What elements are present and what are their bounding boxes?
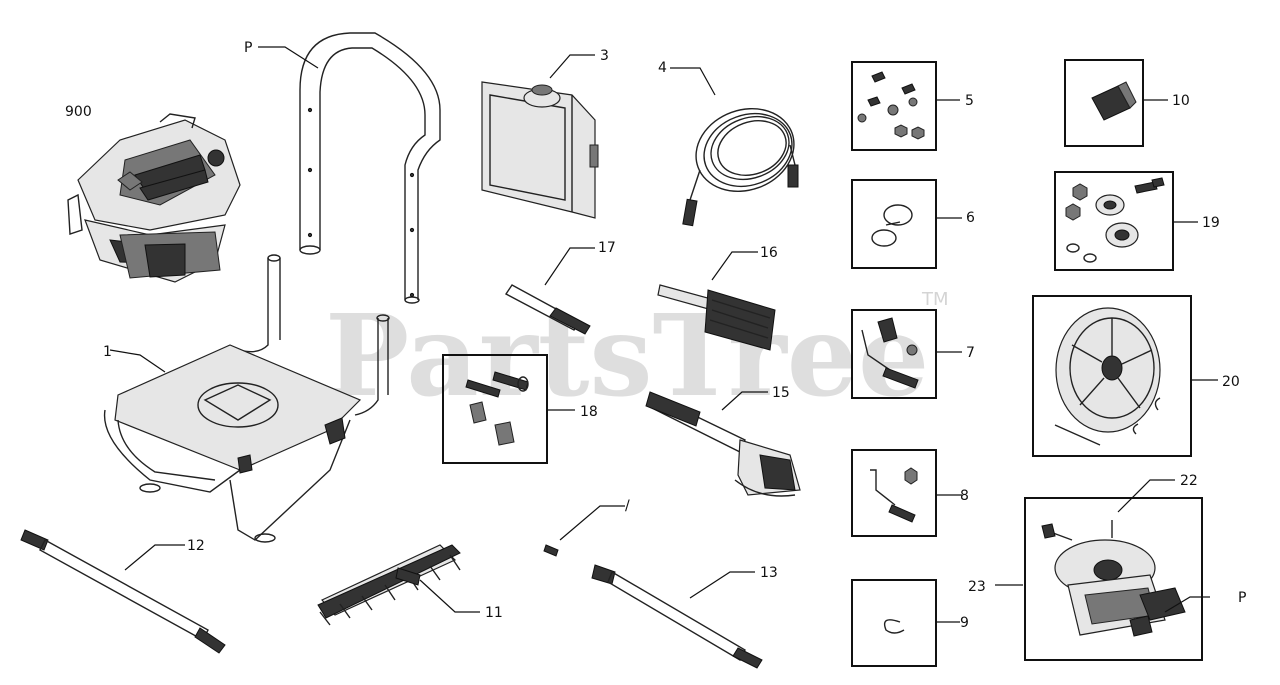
callout-6: 6 [966,210,975,226]
part-brush-16[interactable] [657,284,776,351]
part-fastener-8-icons [870,467,918,523]
callout-1: 1 [103,344,112,360]
callout-10: 10 [1172,93,1190,109]
watermark-text: PartsTree [325,291,929,422]
callout-5: 5 [965,93,974,109]
callout-nozzle-tip: / [625,498,630,514]
part-box-bearing-kit[interactable] [1054,171,1174,271]
part-box-hardware-5[interactable] [851,61,937,151]
callout-17: 17 [598,240,616,256]
part-box-pump[interactable] [1024,497,1203,661]
callout-15: 15 [772,385,790,401]
callout-19: 19 [1202,215,1220,231]
callout-18: 18 [580,404,598,420]
callout-9: 9 [960,615,969,631]
part-box-cap[interactable] [851,179,937,269]
part-hose[interactable] [682,95,806,227]
watermark-trademark: TM [921,289,949,310]
part-clip-icon [883,619,905,634]
part-engine[interactable] [67,113,241,283]
part-manual-kit[interactable] [481,81,599,219]
callout-12: 12 [187,538,205,554]
callout-11: 11 [485,605,503,621]
callout-900: 900 [65,104,92,120]
callout-3: 3 [600,48,609,64]
callout-8: 8 [960,488,969,504]
part-box-wheel[interactable] [1032,295,1192,457]
part-bearing-kit-icons [1065,177,1165,263]
part-lance[interactable] [20,529,226,654]
part-bolt-kit-icons [465,371,529,446]
part-quick-connect-icon [1091,81,1137,121]
callout-7: 7 [966,345,975,361]
callout-23: 23 [968,579,986,595]
callout-22: 22 [1180,473,1198,489]
callout-pump: P [1238,590,1246,606]
part-nozzle-tip[interactable] [543,544,559,557]
part-wheel-icon [1054,307,1161,446]
part-wand-extension[interactable] [591,564,763,669]
part-handle[interactable] [299,32,441,304]
callout-16: 16 [760,245,778,261]
part-box-fastener-8[interactable] [851,449,937,537]
part-hardware-5-icons [857,71,925,140]
part-spray-gun[interactable] [645,391,801,497]
part-box-quick-connect[interactable] [1064,59,1144,147]
part-box-bolt-kit[interactable] [442,354,548,464]
part-broom-brush[interactable] [317,544,461,626]
part-nozzle[interactable] [504,284,591,335]
callout-13: 13 [760,565,778,581]
part-cap-icon [871,204,913,247]
part-box-clip[interactable] [851,579,937,667]
part-spring-kit-icons [861,317,919,389]
part-frame[interactable] [103,254,390,543]
callout-4: 4 [658,60,667,76]
callout-handle: P [244,40,252,56]
part-pump-icon [1041,520,1186,637]
callout-20: 20 [1222,374,1240,390]
part-box-spring-kit[interactable] [851,309,937,399]
